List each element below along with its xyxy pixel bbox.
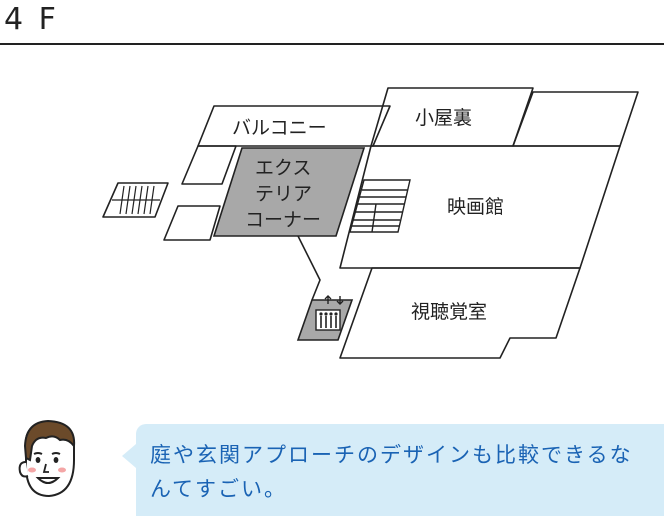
speech-bubble: 庭や玄関アプローチのデザインも比較できるなんてすごい。 <box>136 424 664 516</box>
room-left-upper <box>181 145 237 185</box>
label-attic: 小屋裏 <box>415 107 472 129</box>
floor-title: 4 F <box>4 2 59 37</box>
man-face-icon <box>18 419 76 498</box>
title-divider <box>0 43 664 45</box>
room-av <box>339 267 581 359</box>
label-av-room: 視聴覚室 <box>411 301 487 323</box>
label-balcony: バルコニー <box>232 117 327 139</box>
speech-bubble-tail <box>122 444 136 468</box>
comment-text: 庭や玄関アプローチのデザインも比較できるなんてすごい。 <box>150 443 633 501</box>
label-exterior-corner-3: コーナー <box>245 209 321 231</box>
room-left-lower <box>163 205 221 241</box>
label-exterior-corner-1: エクス <box>255 157 311 179</box>
outdoor-stair <box>102 182 169 218</box>
floor-plan: バルコニー 小屋裏 エクス テリア コーナー 映画館 視聴覚室 <box>102 87 639 359</box>
label-exterior-corner-2: テリア <box>255 183 312 205</box>
label-cinema: 映画館 <box>447 196 504 218</box>
room-exterior-corner <box>212 147 366 237</box>
corridor <box>297 235 321 301</box>
elevator-icon <box>296 295 354 341</box>
room-attic-side <box>512 91 639 147</box>
outdoor-stair-treads <box>112 185 160 215</box>
stairs-icon <box>349 179 411 233</box>
